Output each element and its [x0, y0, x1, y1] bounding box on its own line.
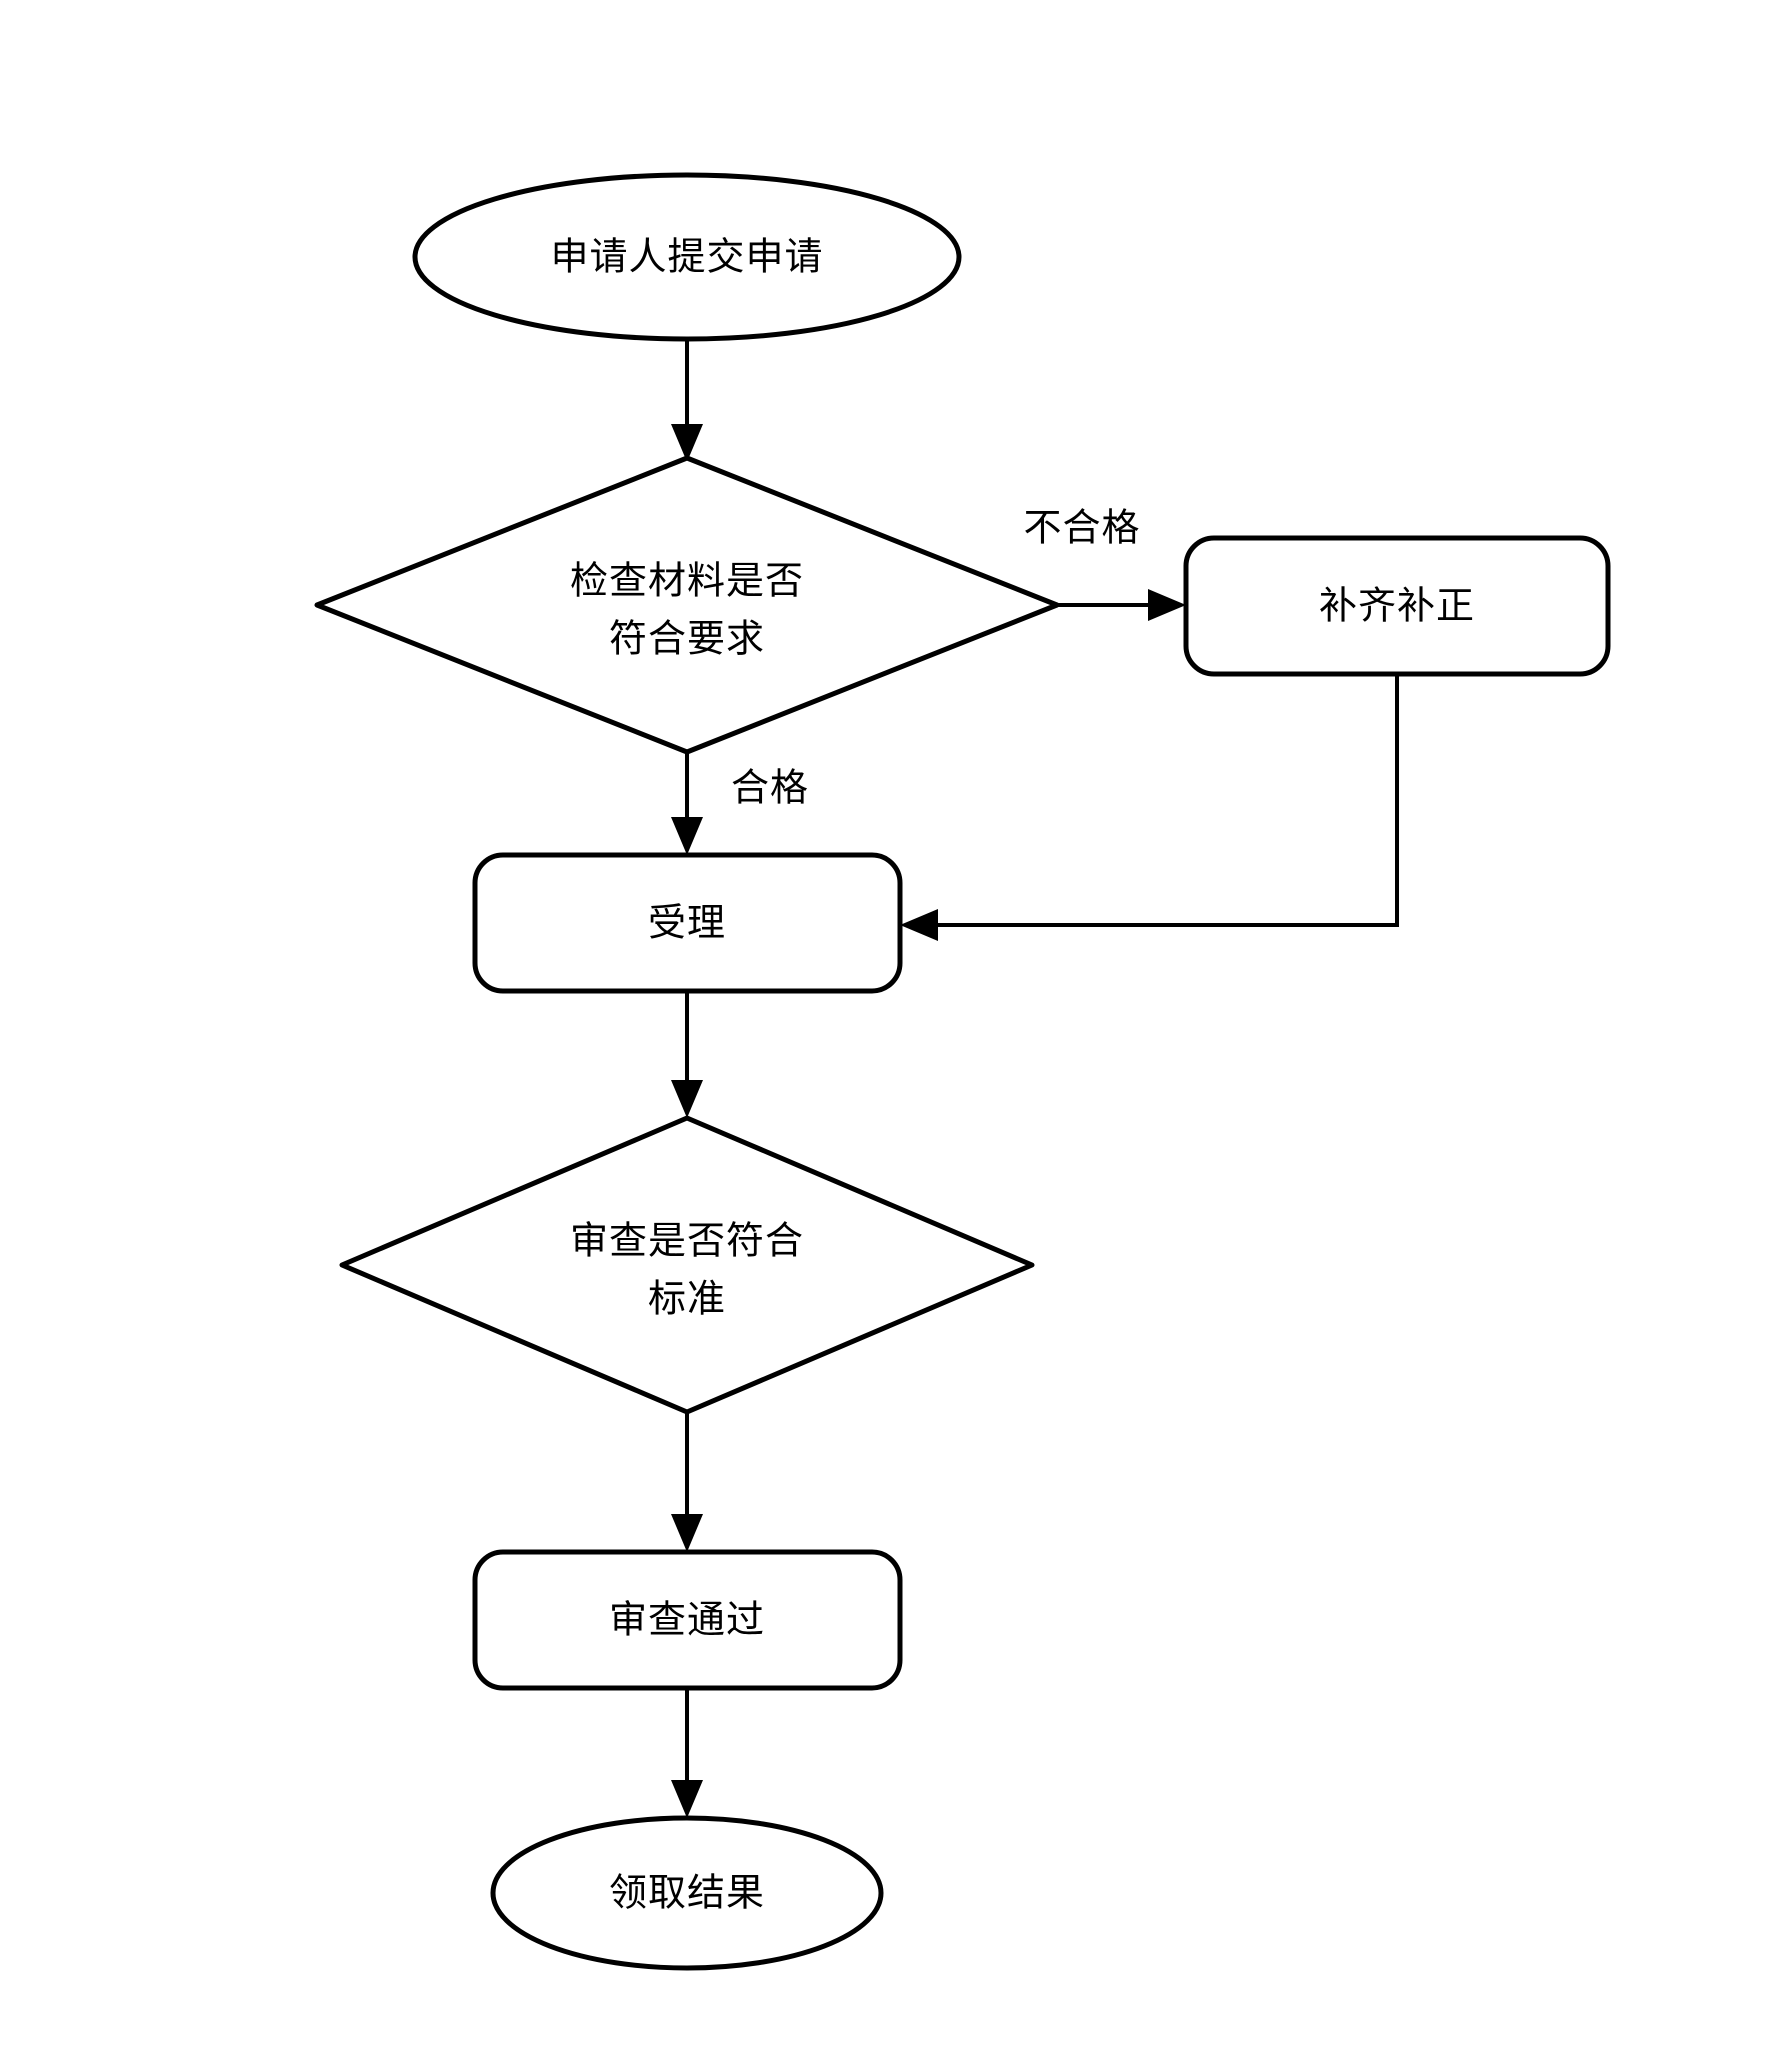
edge-review-passed-to-collect-result — [671, 1689, 703, 1818]
arrow-head-icon — [671, 424, 703, 462]
edge-supplement-to-accept — [900, 674, 1399, 941]
node-start[interactable]: 申请人提交申请 — [412, 172, 962, 342]
node-check-materials-label-line2: 符合要求 — [609, 617, 765, 661]
edge-check-materials-to-supplement — [1057, 589, 1186, 621]
supplement-rect-shape — [1183, 535, 1611, 677]
node-check-materials-label-line1: 检查材料是否 — [570, 559, 804, 603]
start-ellipse-shape — [412, 172, 962, 342]
arrow-head-icon — [671, 1514, 703, 1552]
node-accept[interactable]: 受理 — [472, 852, 903, 994]
edge-line — [924, 674, 1399, 927]
edge-review-standard-to-review-passed — [671, 1412, 703, 1552]
edge-label-qualified: 合格 — [731, 766, 809, 810]
node-start-label: 申请人提交申请 — [550, 235, 823, 279]
arrow-head-icon — [671, 1080, 703, 1118]
collect-result-ellipse-shape — [490, 1815, 884, 1971]
node-check-materials[interactable]: 检查材料是否 符合要求 — [314, 455, 1060, 755]
edge-label-unqualified: 不合格 — [1023, 506, 1140, 550]
node-supplement-label: 补齐补正 — [1319, 584, 1475, 628]
node-collect-result-label: 领取结果 — [609, 1871, 765, 1915]
review-passed-rect-shape — [472, 1549, 903, 1691]
node-review-standard-label-line1: 审查是否符合 — [570, 1219, 804, 1263]
node-review-standard[interactable]: 审查是否符合 标准 — [339, 1115, 1035, 1415]
node-collect-result[interactable]: 领取结果 — [490, 1815, 884, 1971]
node-review-passed-label: 审查通过 — [609, 1598, 765, 1642]
node-review-passed[interactable]: 审查通过 — [472, 1549, 903, 1691]
node-accept-label: 受理 — [648, 901, 726, 945]
node-supplement[interactable]: 补齐补正 — [1183, 535, 1611, 677]
node-review-standard-label-line2: 标准 — [648, 1277, 726, 1321]
edge-check-materials-to-accept — [671, 752, 703, 855]
edge-accept-to-review-standard — [671, 991, 703, 1118]
accept-rect-shape — [472, 852, 903, 994]
check-materials-diamond-shape — [314, 455, 1060, 755]
arrow-head-icon — [671, 817, 703, 855]
arrow-head-icon — [900, 909, 938, 941]
edge-start-to-check-materials — [671, 340, 703, 462]
review-standard-diamond-shape — [339, 1115, 1035, 1415]
arrow-head-icon — [671, 1780, 703, 1818]
arrow-head-icon — [1148, 589, 1186, 621]
